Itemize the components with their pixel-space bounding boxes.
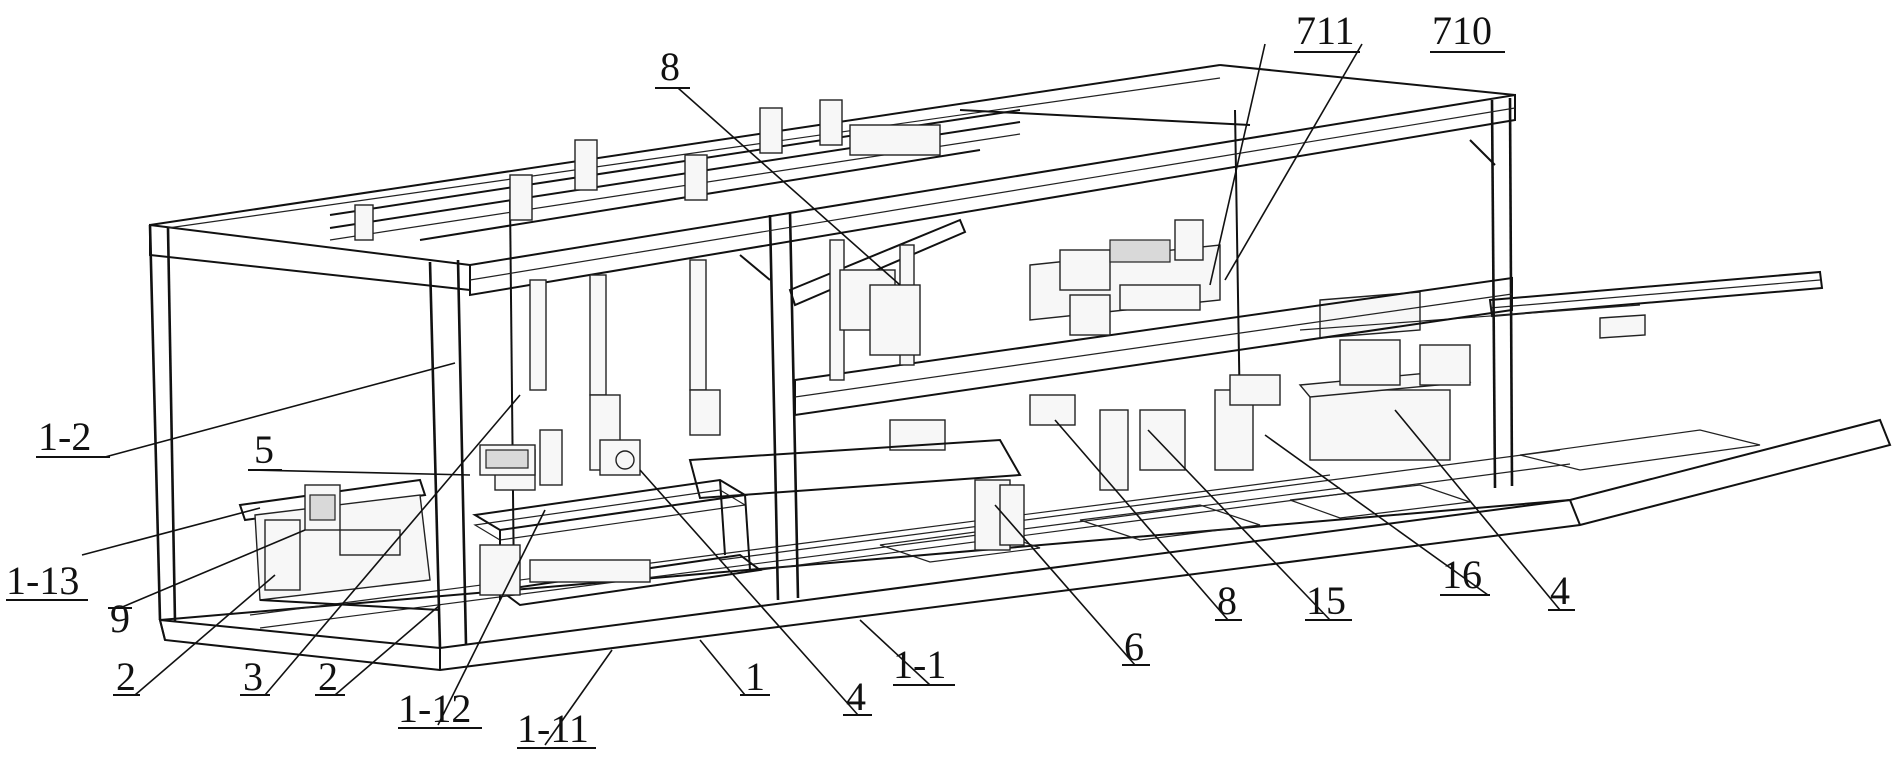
label-1-12: 1-12 — [398, 686, 471, 731]
right-conveyor-arm — [1300, 272, 1822, 338]
label-1-2: 1-2 — [38, 414, 91, 459]
label-8-top: 8 — [660, 44, 680, 89]
label-16: 16 — [1442, 552, 1482, 597]
label-9: 9 — [110, 596, 130, 641]
label-2-mid: 2 — [318, 654, 338, 699]
label-2-left: 2 — [116, 654, 136, 699]
label-3: 3 — [243, 654, 263, 699]
label-711: 711 — [1296, 8, 1355, 53]
callout-labels: 711 710 8 1-2 5 1-13 9 2 3 2 1-12 1-11 1… — [6, 8, 1570, 751]
label-6: 6 — [1124, 624, 1144, 669]
label-5: 5 — [254, 427, 274, 472]
upper-actuator-group — [1030, 220, 1220, 335]
label-4-right: 4 — [1550, 568, 1570, 613]
label-710: 710 — [1432, 8, 1492, 53]
label-1-1: 1-1 — [893, 642, 946, 687]
label-4-mid: 4 — [846, 674, 866, 719]
label-1-13: 1-13 — [6, 558, 79, 603]
label-1: 1 — [745, 654, 765, 699]
label-1-11: 1-11 — [517, 706, 589, 751]
label-8-bottom: 8 — [1217, 578, 1237, 623]
label-15: 15 — [1306, 578, 1346, 623]
